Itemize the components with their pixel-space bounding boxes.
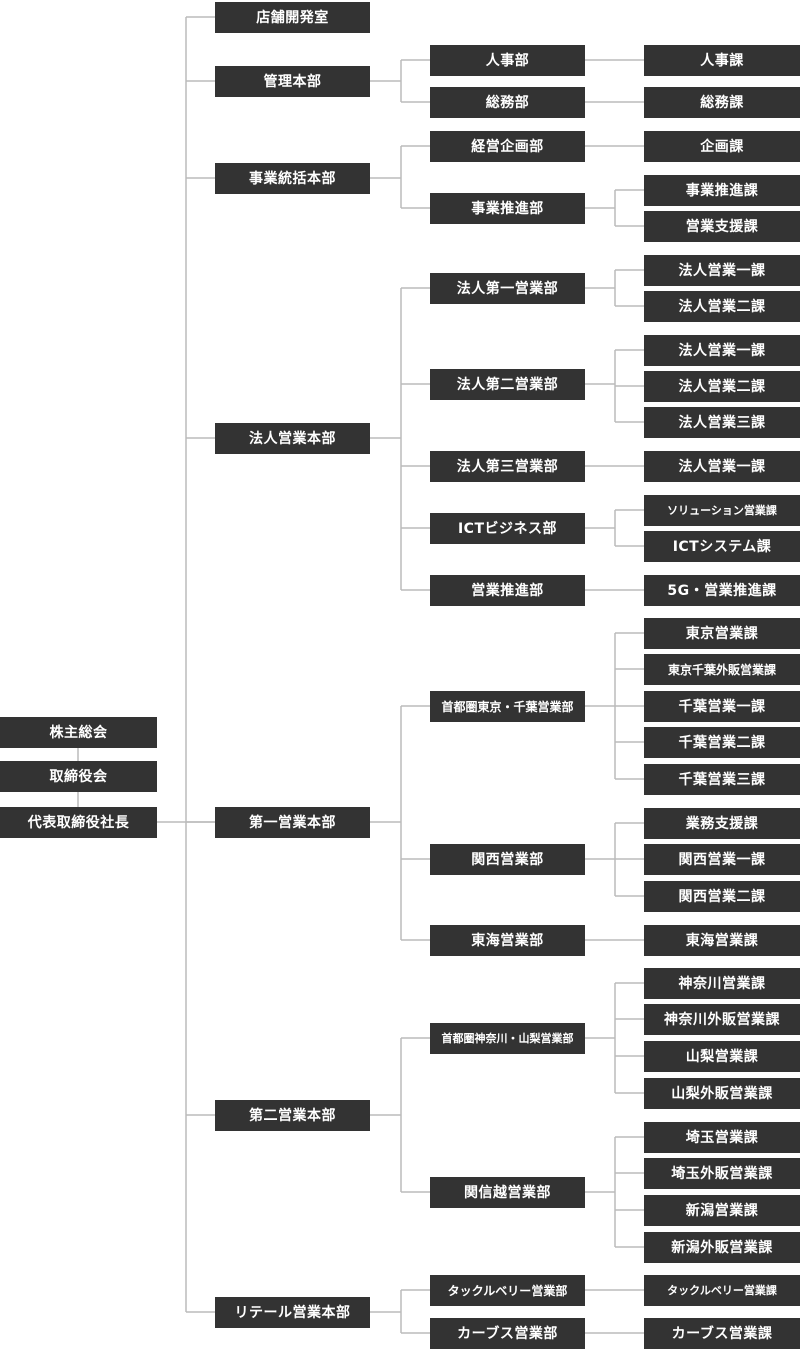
section-box-10: 法人営業三課 [644, 406, 800, 438]
section-box-33: カーブス営業課 [644, 1317, 800, 1349]
hq-box-4: 法人営業本部 [215, 422, 370, 454]
section-box-21: 関西営業一課 [644, 843, 800, 875]
hq-box-1: 店舗開発室 [215, 1, 370, 33]
dept-box-16: カーブス営業部 [430, 1317, 585, 1349]
section-box-28: 埼玉営業課 [644, 1121, 800, 1153]
section-box-15: 東京営業課 [644, 617, 800, 649]
section-box-25: 神奈川外販営業課 [644, 1003, 800, 1035]
dept-box-7: 法人第三営業部 [430, 450, 585, 482]
section-box-6: 法人営業一課 [644, 254, 800, 286]
hq-box-6: 第二営業本部 [215, 1099, 370, 1131]
dept-box-2: 総務部 [430, 86, 585, 118]
dept-box-8: ICTビジネス部 [430, 512, 585, 544]
section-box-2: 総務課 [644, 86, 800, 118]
section-box-7: 法人営業二課 [644, 290, 800, 322]
root-box-1: 株主総会 [0, 716, 157, 748]
section-box-19: 千葉営業三課 [644, 763, 800, 795]
section-box-32: タックルベリー営業課 [644, 1274, 800, 1306]
section-box-13: ICTシステム課 [644, 530, 800, 562]
dept-box-3: 経営企画部 [430, 130, 585, 162]
root-box-3: 代表取締役社長 [0, 806, 157, 838]
hq-box-2: 管理本部 [215, 65, 370, 97]
hq-box-5: 第一営業本部 [215, 806, 370, 838]
section-box-5: 営業支援課 [644, 210, 800, 242]
section-box-27: 山梨外販営業課 [644, 1077, 800, 1109]
dept-box-15: タックルベリー営業部 [430, 1274, 585, 1306]
section-box-23: 東海営業課 [644, 924, 800, 956]
dept-box-13: 首都圏神奈川・山梨営業部 [430, 1022, 585, 1054]
section-box-11: 法人営業一課 [644, 450, 800, 482]
section-box-12: ソリューション営業課 [644, 494, 800, 526]
section-box-1: 人事課 [644, 44, 800, 76]
dept-box-12: 東海営業部 [430, 924, 585, 956]
dept-box-14: 関信越営業部 [430, 1176, 585, 1208]
section-box-3: 企画課 [644, 130, 800, 162]
hq-box-7: リテール営業本部 [215, 1296, 370, 1328]
root-box-2: 取締役会 [0, 760, 157, 792]
section-box-31: 新潟外販営業課 [644, 1231, 800, 1263]
section-box-4: 事業推進課 [644, 174, 800, 206]
section-box-9: 法人営業二課 [644, 370, 800, 402]
dept-box-11: 関西営業部 [430, 843, 585, 875]
section-box-20: 業務支援課 [644, 807, 800, 839]
section-box-24: 神奈川営業課 [644, 967, 800, 999]
section-box-16: 東京千葉外販営業課 [644, 653, 800, 685]
section-box-17: 千葉営業一課 [644, 690, 800, 722]
section-box-8: 法人営業一課 [644, 334, 800, 366]
dept-box-5: 法人第一営業部 [430, 272, 585, 304]
section-box-29: 埼玉外販営業課 [644, 1157, 800, 1189]
section-box-26: 山梨営業課 [644, 1040, 800, 1072]
dept-box-9: 営業推進部 [430, 574, 585, 606]
dept-box-4: 事業推進部 [430, 192, 585, 224]
section-box-18: 千葉営業二課 [644, 726, 800, 758]
dept-box-6: 法人第二営業部 [430, 368, 585, 400]
section-box-14: 5G・営業推進課 [644, 574, 800, 606]
hq-box-3: 事業統括本部 [215, 162, 370, 194]
section-box-30: 新潟営業課 [644, 1194, 800, 1226]
dept-box-1: 人事部 [430, 44, 585, 76]
dept-box-10: 首都圏東京・千葉営業部 [430, 690, 585, 722]
section-box-22: 関西営業二課 [644, 880, 800, 912]
